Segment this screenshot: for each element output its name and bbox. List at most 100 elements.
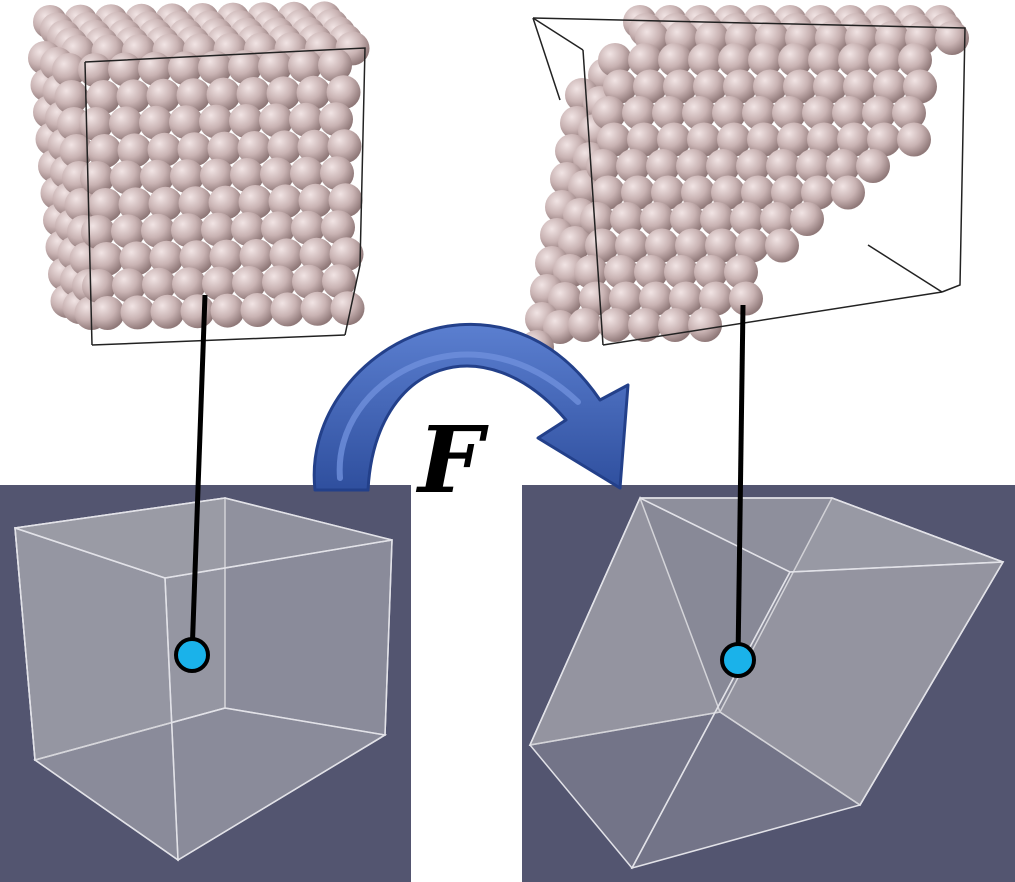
atom <box>868 43 902 77</box>
atom <box>146 78 181 113</box>
atom <box>110 160 144 195</box>
deformed-cube-side-face <box>630 561 1005 870</box>
atom <box>706 149 740 183</box>
atom <box>296 75 331 110</box>
atom <box>705 228 739 263</box>
atom <box>634 255 668 289</box>
atom <box>765 228 799 263</box>
atom <box>777 122 811 157</box>
atom <box>778 43 812 77</box>
atom <box>574 255 608 289</box>
atom <box>206 77 241 112</box>
atom <box>321 210 355 245</box>
atom <box>585 228 619 263</box>
atom <box>238 185 273 219</box>
atom <box>548 282 582 316</box>
atom <box>116 79 151 114</box>
atom <box>694 255 728 289</box>
atom <box>892 96 926 130</box>
reference-atom-lattice <box>28 1 370 330</box>
atom <box>856 149 890 183</box>
atom <box>717 122 751 157</box>
atom <box>658 43 692 77</box>
atom <box>621 175 655 210</box>
atom <box>802 96 836 130</box>
atom <box>568 308 602 342</box>
atom <box>628 43 662 77</box>
atom <box>790 202 824 236</box>
atom <box>873 69 907 104</box>
atom <box>87 134 122 168</box>
atom <box>118 187 153 222</box>
atom <box>688 43 722 77</box>
atom <box>700 202 734 236</box>
atom <box>862 96 896 130</box>
deformed-simulation-box <box>532 17 966 346</box>
atom <box>299 237 334 272</box>
atom <box>320 156 354 191</box>
atom <box>640 202 674 236</box>
deformation-gradient-label: F <box>415 406 489 514</box>
atom <box>236 77 271 111</box>
atom <box>712 96 746 130</box>
atom <box>142 267 176 302</box>
atom <box>229 104 263 138</box>
atom <box>52 53 86 87</box>
atom <box>735 228 769 263</box>
deformed-panel-background <box>522 485 1015 882</box>
atom <box>258 49 292 84</box>
atom <box>59 134 94 168</box>
atom <box>609 281 643 316</box>
atom <box>796 149 830 183</box>
atom <box>580 202 614 236</box>
atom <box>111 214 145 249</box>
atom <box>262 265 296 300</box>
atom <box>652 96 686 130</box>
atom <box>207 131 242 166</box>
atom <box>261 211 295 246</box>
atom <box>147 132 182 167</box>
deformation-arrow-highlight <box>336 351 581 481</box>
atom <box>898 43 932 77</box>
atom <box>240 293 275 327</box>
atom <box>681 175 715 210</box>
atom <box>586 149 620 183</box>
atom <box>79 107 113 141</box>
atom <box>199 104 233 139</box>
atom <box>592 96 626 130</box>
atom <box>748 43 782 77</box>
atom <box>291 210 325 245</box>
atom <box>783 69 817 104</box>
atom <box>319 102 353 137</box>
atom <box>200 158 234 193</box>
atom <box>598 43 632 77</box>
atom <box>290 156 324 191</box>
atom <box>54 80 89 114</box>
atom <box>688 308 722 342</box>
atom <box>723 69 757 104</box>
atom <box>239 239 274 273</box>
atom <box>150 294 185 329</box>
atom <box>711 175 745 210</box>
atom <box>603 69 637 104</box>
atom <box>176 78 211 113</box>
atom <box>268 184 303 219</box>
atom <box>843 69 877 104</box>
atom <box>664 255 698 289</box>
atom <box>171 213 205 248</box>
atom <box>766 149 800 183</box>
reference-cube-panel <box>0 485 411 882</box>
atom <box>741 175 775 210</box>
atom <box>208 185 243 220</box>
atom <box>232 266 266 300</box>
atom <box>747 122 781 157</box>
atom <box>198 50 232 85</box>
atom <box>663 69 697 104</box>
deformation-arrow <box>312 322 630 492</box>
atom <box>771 175 805 210</box>
atom <box>753 69 787 104</box>
atom <box>897 122 931 157</box>
reference-material-point-marker <box>174 637 210 673</box>
atom <box>148 186 183 221</box>
